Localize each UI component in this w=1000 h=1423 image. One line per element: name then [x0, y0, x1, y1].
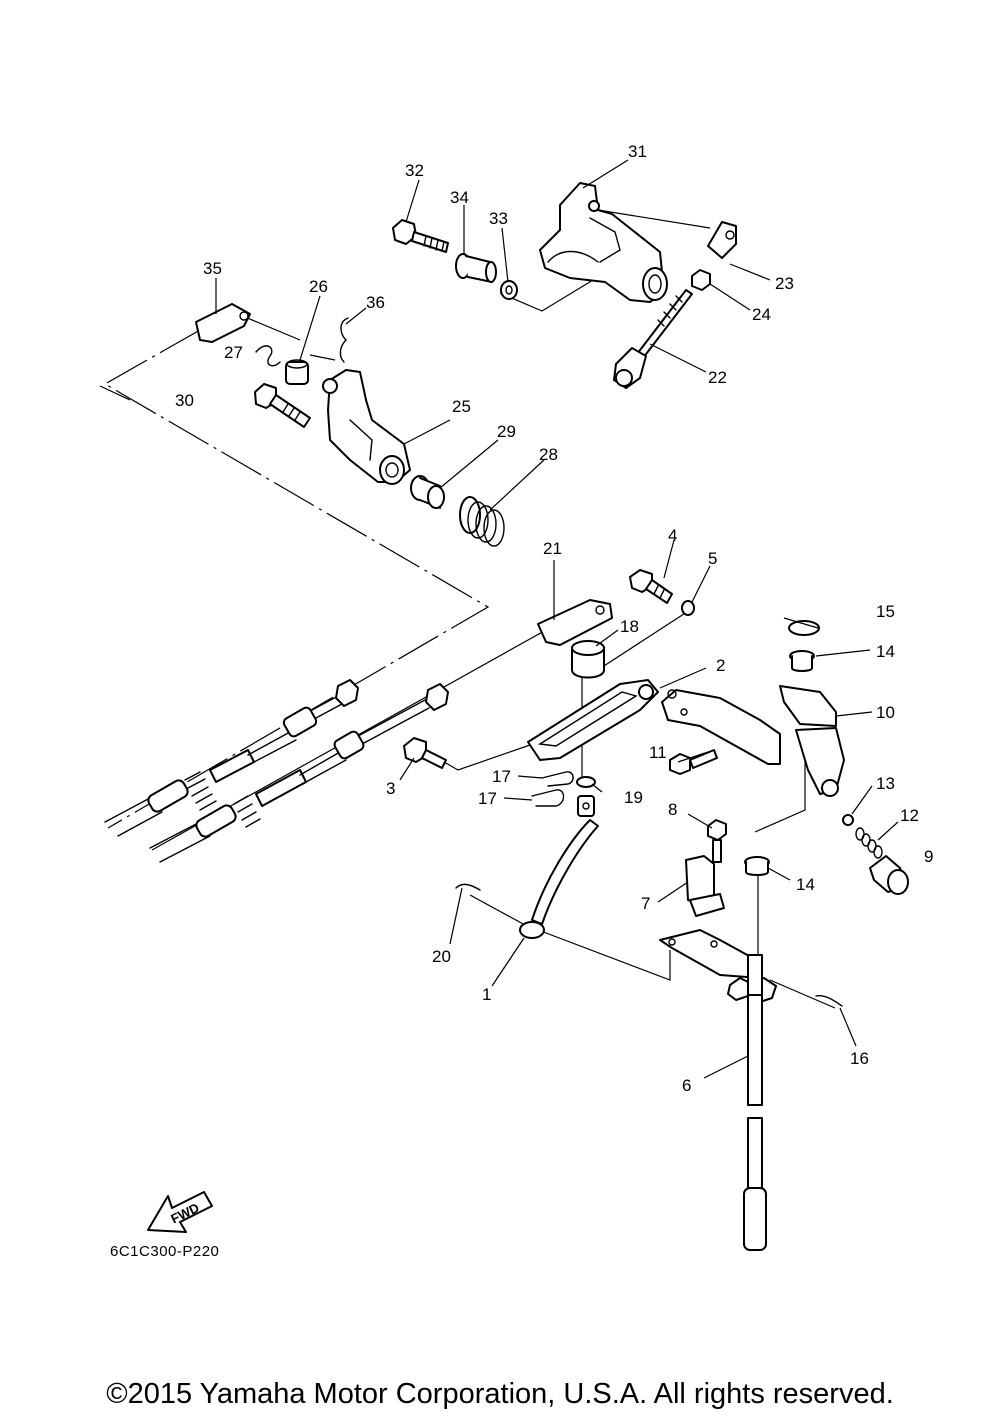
plug-9	[869, 855, 909, 895]
joint-35	[195, 303, 251, 343]
fwd-label: FWD	[168, 1200, 201, 1226]
spring-12	[855, 827, 883, 859]
bolt-4	[629, 569, 673, 604]
part-label-25: 25	[452, 397, 471, 416]
part-label-21: 21	[543, 539, 562, 558]
diagram-code: 6C1C300-P220	[110, 1243, 220, 1260]
throttle-cable	[104, 679, 359, 837]
part-label-26: 26	[309, 277, 328, 296]
part-label-28: 28	[539, 445, 558, 464]
joint-21	[537, 599, 613, 646]
washer-5	[681, 600, 695, 616]
link-7	[685, 855, 725, 917]
rod-22	[613, 289, 693, 389]
clip-17-lower	[531, 789, 565, 807]
part-label-2: 2	[716, 656, 725, 675]
part-label-33: 33	[489, 209, 508, 228]
collar-18	[571, 640, 605, 679]
rod-6	[659, 929, 777, 1251]
part-label-1: 1	[482, 985, 491, 1004]
part-label-14-lower: 14	[796, 875, 815, 894]
joint-23	[597, 209, 737, 259]
part-label-7: 7	[641, 894, 650, 913]
part-label-17-upper: 17	[492, 767, 511, 786]
nut-24	[691, 269, 711, 291]
part-label-14-upper: 14	[876, 642, 895, 661]
part-label-17-lower: 17	[478, 789, 497, 808]
part-label-12: 12	[900, 806, 919, 825]
part-label-15: 15	[876, 602, 895, 621]
clip-17-upper	[541, 771, 574, 787]
part-label-8: 8	[668, 800, 677, 819]
copyright-notice: ©2015 Yamaha Motor Corporation, U.S.A. A…	[106, 1378, 894, 1410]
part-label-11: 11	[649, 743, 667, 762]
lever-25	[322, 369, 411, 485]
bolt-32	[392, 219, 449, 253]
clip-27	[255, 345, 281, 367]
part-label-3: 3	[386, 779, 395, 798]
link-2	[527, 679, 659, 761]
part-label-23: 23	[775, 274, 794, 293]
part-label-5: 5	[708, 549, 717, 568]
washer-19	[576, 776, 596, 788]
part-label-36: 36	[366, 293, 385, 312]
part-label-18: 18	[620, 617, 639, 636]
collar-26	[285, 359, 309, 385]
collar-34	[455, 253, 497, 283]
part-labels: 32 34 33 31 23 24 22 35 26 36 27 30 25 2…	[175, 142, 933, 1095]
shift-cable	[149, 683, 449, 863]
bolt-30	[254, 383, 311, 428]
lever-1	[519, 795, 599, 939]
pin-16	[815, 994, 843, 1007]
part-label-29: 29	[497, 422, 516, 441]
part-label-9: 9	[924, 847, 933, 866]
label-leaders	[215, 159, 899, 1079]
washer-33	[500, 280, 518, 300]
forward-arrow-icon: FWD	[147, 1191, 213, 1233]
part-label-31: 31	[628, 142, 647, 161]
washer-15	[788, 620, 820, 636]
part-label-6: 6	[682, 1076, 691, 1095]
part-label-16: 16	[850, 1049, 869, 1068]
part-label-32: 32	[405, 161, 424, 180]
pin-20	[455, 883, 481, 891]
part-label-20: 20	[432, 947, 451, 966]
part-label-4: 4	[668, 526, 677, 545]
bolt-11	[669, 749, 718, 775]
part-label-27: 27	[224, 343, 243, 362]
part-label-13: 13	[876, 774, 895, 793]
collar-14-upper	[789, 650, 815, 672]
part-label-10: 10	[876, 703, 895, 722]
part-label-24: 24	[752, 305, 771, 324]
part-label-35: 35	[203, 259, 222, 278]
plate-10	[661, 685, 845, 797]
part-label-30: 30	[175, 391, 194, 410]
collar-29	[410, 475, 445, 509]
part-label-19: 19	[624, 788, 643, 807]
part-label-34: 34	[450, 188, 469, 207]
clip-36	[339, 317, 349, 363]
spring-28	[459, 496, 505, 547]
part-label-22: 22	[708, 368, 727, 387]
bolt-8	[707, 819, 727, 863]
ball-13	[842, 814, 854, 826]
arm-31	[539, 182, 668, 303]
collar-14-lower	[744, 856, 770, 876]
bolt-3	[403, 737, 447, 769]
